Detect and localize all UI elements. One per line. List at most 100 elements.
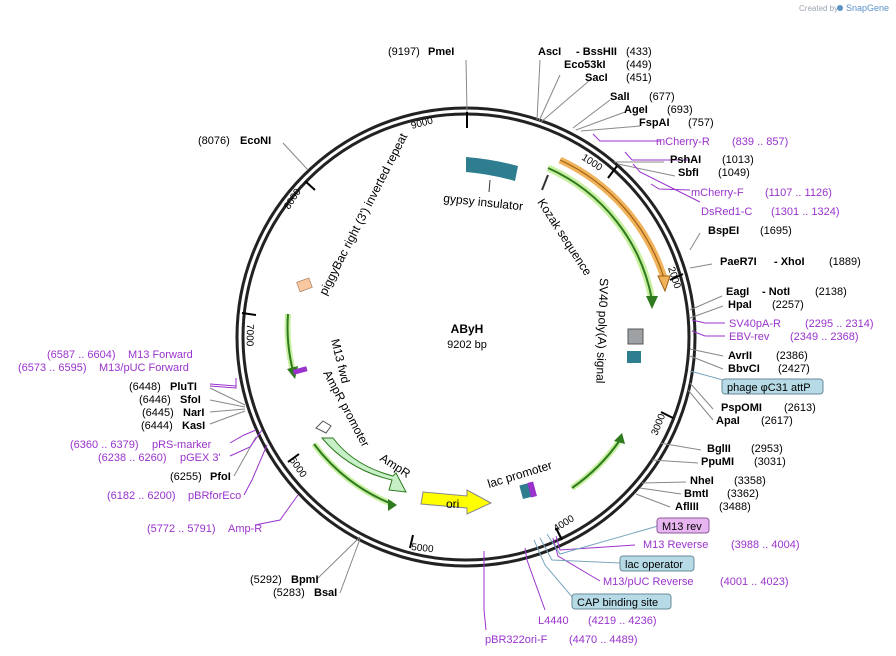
primer-dsred1-c[interactable]: DsRed1-C (1301 .. 1324) [701, 206, 840, 218]
tick-label-9000: 9000 [410, 115, 435, 131]
primer-amp-r[interactable]: (5772 .. 5791) Amp-R [147, 523, 262, 535]
svg-text:(2257): (2257) [772, 299, 804, 311]
site-bpmi[interactable]: (5292) BpmI [250, 574, 319, 586]
site-afliii[interactable]: AflIII (3488) [675, 501, 751, 513]
m13-fwd-feature[interactable] [292, 366, 308, 375]
primers-right: mCherry-R (839 .. 857) mCherry-F (1107 .… [485, 136, 874, 646]
primer-sv40pa-r[interactable]: SV40pA-R (2295 .. 2314) [729, 318, 874, 330]
svg-text:(6587 .. 6604): (6587 .. 6604) [47, 349, 116, 361]
ampr-feature[interactable] [320, 437, 407, 493]
svg-text:CAP binding site: CAP binding site [577, 597, 658, 609]
svg-text:lac operator: lac operator [625, 559, 683, 571]
site-saci[interactable]: SacI (451) [585, 72, 652, 84]
svg-text:(2617): (2617) [761, 415, 793, 427]
svg-text:pBRforEco: pBRforEco [188, 490, 241, 502]
svg-text:(5283): (5283) [273, 587, 305, 599]
site-hpai[interactable]: HpaI (2257) [728, 299, 804, 311]
boxed-feature-lac-operator[interactable]: lac operator [619, 555, 695, 572]
site-fspai[interactable]: FspAI (757) [639, 117, 714, 129]
svg-text:(6255): (6255) [170, 471, 202, 483]
site-pspomi[interactable]: PspOMI (2613) [721, 402, 816, 414]
primer-pbrforeco[interactable]: (6182 .. 6200) pBRforEco [107, 490, 241, 502]
svg-text:Amp-R: Amp-R [228, 523, 262, 535]
svg-text:EBV-rev: EBV-rev [729, 331, 770, 343]
primer-m13-forward[interactable]: (6587 .. 6604) M13 Forward [47, 349, 193, 361]
site-ascI-bsshii[interactable]: AscI - BssHII (433) [538, 46, 652, 58]
site-kasi[interactable]: (6444) KasI [141, 420, 205, 432]
svg-text:HpaI: HpaI [728, 299, 752, 311]
gypsy-insulator-feature[interactable] [466, 157, 518, 181]
primer-m13-puc-forward[interactable]: (6573 .. 6595) M13/pUC Forward [18, 362, 189, 374]
primer-pbr322ori-f[interactable]: pBR322ori-F (4470 .. 4489) [485, 634, 638, 646]
primer-prs-marker[interactable]: (6360 .. 6379) pRS-marker [70, 439, 212, 451]
svg-text:(2295 .. 2314): (2295 .. 2314) [805, 318, 874, 330]
site-eagi-noti[interactable]: EagI - NotI (2138) [726, 286, 847, 298]
svg-text:pBR322ori-F: pBR322ori-F [485, 634, 548, 646]
piggybac-feature[interactable] [296, 277, 313, 293]
svg-text:(2386): (2386) [776, 350, 808, 362]
svg-text:mCherry-F: mCherry-F [691, 187, 744, 199]
site-sbfi[interactable]: SbfI (1049) [678, 167, 750, 179]
lac-promoter-feature[interactable] [519, 481, 537, 500]
site-pmei[interactable]: (9197) PmeI [388, 46, 454, 58]
site-paer7i-xhoi[interactable]: PaeR7I - XhoI (1889) [720, 256, 861, 268]
ampr-promoter-feature[interactable] [315, 420, 332, 434]
primer-m13-reverse[interactable]: M13 Reverse (3988 .. 4004) [643, 539, 800, 551]
primer-l4440[interactable]: L4440 (4219 .. 4236) [538, 615, 657, 627]
svg-text:(6448): (6448) [129, 381, 161, 393]
primer-mcherry-r[interactable]: mCherry-R (839 .. 857) [656, 136, 788, 148]
site-bbvci[interactable]: BbvCI (2427) [728, 363, 810, 375]
site-bspei[interactable]: BspEI (1695) [708, 225, 792, 237]
svg-text:AscI: AscI [538, 46, 561, 58]
tick-marks [241, 112, 684, 549]
svg-text:PluTI: PluTI [170, 381, 197, 393]
kozak-feature[interactable] [541, 174, 549, 191]
svg-text:BglII: BglII [707, 443, 731, 455]
primer-ebv-rev[interactable]: EBV-rev (2349 .. 2368) [729, 331, 859, 343]
attp-feature[interactable] [627, 351, 641, 363]
svg-text:(6445): (6445) [142, 407, 174, 419]
site-apai[interactable]: ApaI (2617) [716, 415, 793, 427]
primer-mcherry-f[interactable]: mCherry-F (1107 .. 1126) [691, 187, 832, 199]
site-agei[interactable]: AgeI (693) [624, 104, 693, 116]
ori-feature[interactable] [420, 489, 493, 515]
site-pfoi[interactable]: (6255) PfoI [170, 471, 231, 483]
tick-label-7000: 7000 [244, 324, 255, 347]
primers-left: (6587 .. 6604) M13 Forward (6573 .. 6595… [18, 349, 262, 535]
green-arrow-lower[interactable] [570, 438, 623, 491]
primer-pgex-3[interactable]: (6238 .. 6260) pGEX 3' [98, 452, 221, 464]
svg-text:KasI: KasI [182, 420, 205, 432]
green-arrow-ampr-line [313, 443, 393, 505]
svg-text:ApaI: ApaI [716, 415, 740, 427]
svg-text:(677): (677) [649, 91, 675, 103]
site-sfoi[interactable]: (6446) SfoI [139, 394, 201, 406]
site-avrii[interactable]: AvrII (2386) [728, 350, 808, 362]
site-eco53ki[interactable]: Eco53kI (449) [564, 59, 652, 71]
site-nari[interactable]: (6445) NarI [142, 407, 204, 419]
site-pshai[interactable]: PshAI (1013) [670, 154, 754, 166]
site-nhei[interactable]: NheI (3358) [690, 475, 766, 487]
boxed-feature-attp[interactable]: phage φC31 attP [721, 378, 824, 395]
site-pluti[interactable]: (6448) PluTI [129, 381, 197, 393]
site-bglii[interactable]: BglII (2953) [707, 443, 783, 455]
site-bsai[interactable]: (5283) BsaI [273, 587, 337, 599]
primer-m13-puc-reverse[interactable]: M13/pUC Reverse (4001 .. 4023) [603, 576, 789, 588]
svg-text:(6446): (6446) [139, 394, 171, 406]
boxed-feature-cap-binding-site[interactable]: CAP binding site [571, 593, 672, 610]
svg-text:EagI: EagI [726, 286, 749, 298]
svg-text:(839 .. 857): (839 .. 857) [732, 136, 788, 148]
svg-text:(2613): (2613) [784, 402, 816, 414]
boxed-feature-m13-rev[interactable]: M13 rev [656, 517, 710, 534]
site-bmti[interactable]: BmtI (3362) [684, 488, 759, 500]
site-sali[interactable]: SalI (677) [610, 91, 675, 103]
svg-text:M13/pUC Reverse: M13/pUC Reverse [603, 576, 693, 588]
svg-text:NarI: NarI [183, 407, 204, 419]
green-arrow-lower-head [614, 433, 625, 444]
site-ppumi[interactable]: PpuMI (3031) [701, 456, 786, 468]
sv40-polya-feature[interactable] [627, 328, 644, 345]
site-econi[interactable]: (8076) EcoNI [198, 135, 271, 147]
svg-text:(433): (433) [626, 46, 652, 58]
svg-text:BbvCI: BbvCI [728, 363, 760, 375]
svg-text:(2953): (2953) [751, 443, 783, 455]
